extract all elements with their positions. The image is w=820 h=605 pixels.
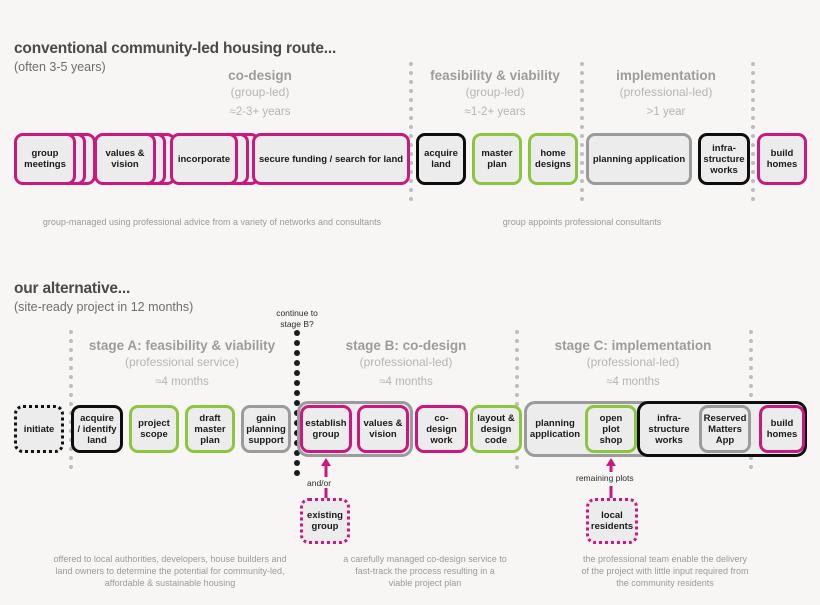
phase-title: co-design — [228, 68, 292, 83]
step-label: values &vision — [94, 133, 156, 185]
arrow-shaft — [609, 465, 613, 478]
arrow-head-icon — [321, 458, 331, 466]
phase-header-feasibility: feasibility & viability (group-led) ≈1-2… — [414, 68, 576, 120]
arrow-local-residents — [603, 458, 619, 478]
phase-title: stage A: feasibility & viability — [88, 338, 276, 353]
phase-title: implementation — [616, 68, 716, 83]
conventional-title: conventional community-led housing route… — [14, 40, 337, 57]
phase-header-codesign: co-design (group-led) ≈2-3+ years — [140, 68, 380, 120]
phase-lead: (professional-led) — [586, 355, 680, 369]
phase-lead: (group-led) — [465, 85, 525, 99]
arrow-shaft — [324, 465, 328, 478]
arrow-head-icon — [606, 458, 616, 466]
arrow-existing-group — [318, 458, 334, 478]
arrow-label-and-or: and/or — [303, 477, 336, 489]
phase-title: stage B: co-design — [345, 338, 467, 353]
phase-header-stage-b: stage B: co-design (professional-led) ≈4… — [300, 338, 512, 390]
step-secure-funding[interactable]: secure funding / search for land — [252, 133, 410, 185]
phase-header-stage-c: stage C: implementation (professional-le… — [520, 338, 746, 390]
phase-duration: ≈4 months — [155, 376, 209, 388]
alternative-subtitle: (site-ready project in 12 months) — [14, 300, 194, 314]
divider-top-1 — [409, 62, 413, 206]
phase-duration: >1 year — [646, 106, 686, 118]
phase-title: feasibility & viability — [430, 68, 560, 83]
step-label: incorporate — [170, 133, 238, 185]
phase-duration: ≈1-2+ years — [464, 106, 526, 118]
phase-lead: (professional-led) — [359, 355, 453, 369]
phase-lead: (professional service) — [124, 355, 240, 369]
phase-duration: ≈4 months — [379, 376, 433, 388]
caption-stage-b: a carefully managed co-design service to… — [343, 554, 507, 588]
step-incorporate[interactable]: incorporate — [170, 133, 260, 185]
phase-header-implementation: implementation (professional-led) >1 yea… — [585, 68, 747, 120]
caption-group-appoints: group appoints professional consultants — [502, 217, 662, 227]
step-planning-application[interactable]: planning application — [586, 133, 692, 185]
arrow-label-remaining-plots: remaining plots — [572, 472, 638, 484]
phase-duration: ≈2-3+ years — [229, 106, 291, 118]
arrow-existing-group-lower — [318, 488, 334, 500]
conventional-subtitle: (often 3-5 years) — [14, 60, 106, 74]
arrow-shaft — [609, 486, 613, 500]
caption-stage-a: offered to local authorities, developers… — [53, 554, 287, 588]
phase-title: stage C: implementation — [554, 338, 712, 353]
step-values-vision[interactable]: values &vision — [94, 133, 176, 185]
phase-duration: ≈4 months — [606, 376, 660, 388]
arrow-local-residents-lower — [603, 486, 619, 500]
caption-stage-c: the professional team enable the deliver… — [581, 554, 749, 588]
caption-group-managed: group-managed using professional advice … — [42, 217, 382, 227]
phase-lead: (group-led) — [230, 85, 290, 99]
divider-top-2 — [580, 62, 584, 206]
arrow-shaft — [324, 488, 328, 500]
divider-top-3 — [751, 62, 755, 206]
step-initiate[interactable]: initiate — [14, 405, 64, 453]
alternative-title: our alternative... — [14, 280, 131, 297]
step-values-vision-alt[interactable]: values &vision — [357, 405, 409, 453]
phase-header-stage-a: stage A: feasibility & viability (profes… — [74, 338, 290, 390]
phase-lead: (professional-led) — [619, 85, 713, 99]
divider-bottom-1 — [69, 330, 73, 474]
